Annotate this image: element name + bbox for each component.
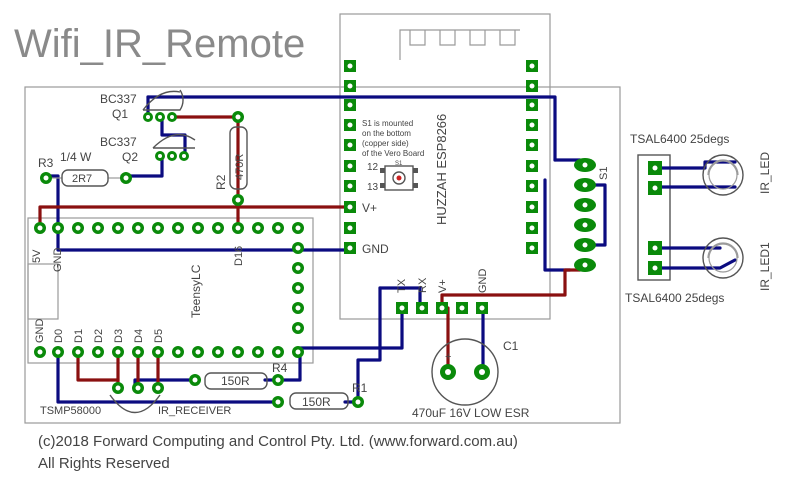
s1-connector-pads	[574, 158, 596, 272]
r1-name-label: R1	[352, 381, 368, 395]
esp-left-pads	[344, 60, 356, 254]
resistor-r4	[189, 372, 284, 390]
red-tracks	[38, 115, 582, 387]
r2-value-label: 470R	[234, 154, 246, 180]
page-title: Wifi_IR_Remote	[14, 22, 305, 66]
teensy-top-pads	[34, 222, 304, 234]
s1-note-line-3: (copper side)	[362, 139, 409, 148]
ir-receiver-label: IR_RECEIVER	[158, 405, 231, 417]
ir-led-top	[702, 154, 744, 196]
s1-connector-label: S1	[598, 167, 610, 180]
teensy-usb-outline	[27, 263, 59, 320]
tsmp-label: TSMP58000	[40, 405, 101, 417]
esp-pin-vplus-label: V+	[437, 279, 449, 293]
esp-pin-13-label: 13	[367, 182, 379, 193]
r3-value-label: 2R7	[72, 173, 92, 185]
teensy-gnd-bot-label: GND	[34, 319, 46, 344]
q2-type-label: BC337	[100, 135, 137, 149]
ir-receiver-footprint	[109, 382, 164, 413]
ir-led1-label: IR_LED1	[758, 242, 772, 291]
teensy-d2-label: D2	[93, 329, 105, 343]
tsal-top-label: TSAL6400 25degs	[630, 132, 729, 146]
r2-name-label: R2	[214, 174, 228, 190]
ir-led-label: IR_LED	[758, 152, 772, 194]
r4-value-label: 150R	[221, 374, 250, 388]
blue-tracks	[46, 95, 737, 404]
led-header-outline	[637, 154, 671, 281]
vero-board-outline	[24, 86, 621, 424]
teensy-name-label: TeensyLC	[189, 264, 203, 318]
teensy-d0-label: D0	[53, 329, 65, 343]
q2-name-label: Q2	[122, 150, 138, 164]
switch-s1	[380, 165, 418, 191]
esp-pin-rx-label: RX	[417, 277, 429, 293]
resistor-r2	[229, 111, 248, 206]
ir-led-bottom	[702, 237, 744, 279]
led-header-pads	[648, 161, 662, 275]
s1-note-line-2: on the bottom	[362, 129, 411, 138]
teensy-right-pads	[292, 242, 304, 334]
esp-pin-tx-label: TX	[396, 278, 408, 293]
svg-text:+: +	[445, 351, 451, 363]
esp-pin-v-label: V+	[362, 201, 377, 215]
esp-pin-gnd2-label: GND	[477, 269, 489, 294]
footer-rights: All Rights Reserved	[38, 455, 170, 472]
transistor-q1	[142, 89, 184, 122]
antenna-trace	[399, 29, 520, 60]
r3-rating-label: 1/4 W	[60, 150, 92, 164]
esp-bottom-pads	[396, 302, 488, 314]
resistor-r3	[40, 169, 132, 187]
s1-note-line-1: S1 is mounted	[362, 119, 413, 128]
teensy-d1-label: D1	[73, 329, 85, 343]
teensy-bottom-pads	[34, 346, 304, 358]
resistor-r1	[272, 392, 364, 410]
esp8266-module-outline	[339, 13, 551, 320]
esp-module-name: HUZZAH ESP8266	[434, 114, 449, 225]
teensy-d3-label: D3	[113, 329, 125, 343]
c1-value-label: 470uF 16V LOW ESR	[412, 406, 530, 420]
q1-name-label: Q1	[112, 107, 128, 121]
teensy-5v-label: 5V	[31, 249, 43, 263]
teensy-module-outline	[27, 217, 314, 364]
teensy-d16-label: D16	[233, 246, 245, 266]
tsal-bottom-label: TSAL6400 25degs	[625, 291, 724, 305]
c1-name-label: C1	[503, 339, 519, 353]
teensy-gnd-top-label: GND	[52, 248, 64, 273]
esp-right-pads	[526, 60, 538, 254]
teensy-d4-label: D4	[133, 329, 145, 343]
capacitor-c1: +	[431, 338, 499, 406]
r1-value-label: 150R	[302, 395, 331, 409]
s1-symbol-label: S1	[395, 161, 403, 167]
q1-type-label: BC337	[100, 92, 137, 106]
r3-name-label: R3	[38, 156, 54, 170]
transistor-q2	[152, 133, 196, 161]
footer-copyright: (c)2018 Forward Computing and Control Pt…	[38, 433, 518, 450]
esp-pin-gnd-label: GND	[362, 242, 389, 256]
esp-pin-12-label: 12	[367, 162, 379, 173]
r4-name-label: R4	[272, 361, 288, 375]
teensy-d5-label: D5	[153, 329, 165, 343]
s1-note-line-4: of the Vero Board	[362, 149, 424, 158]
